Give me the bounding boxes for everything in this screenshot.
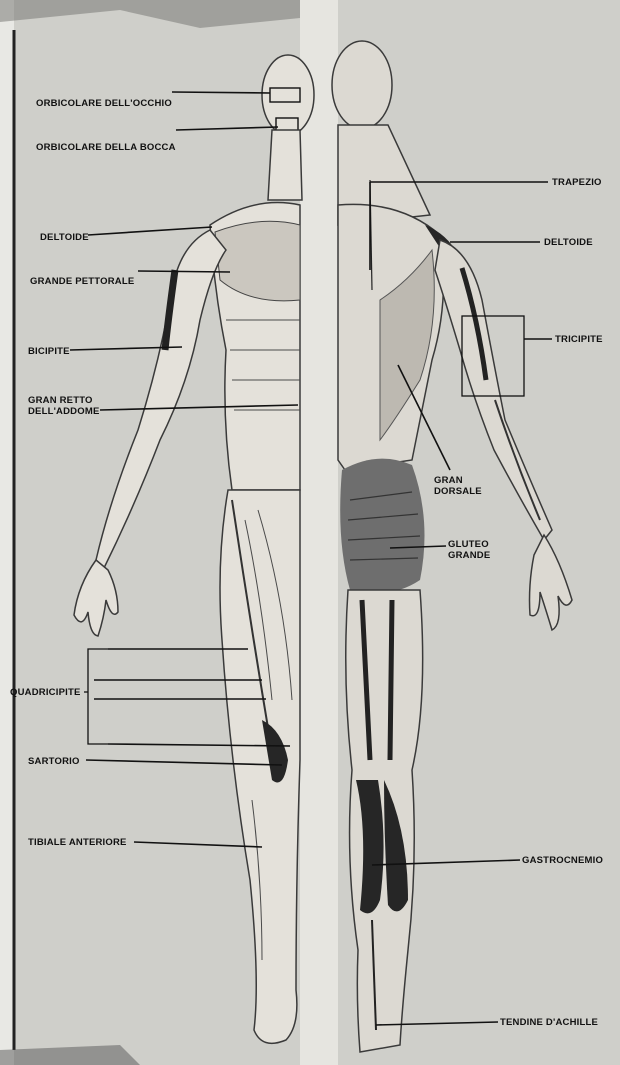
label-quadricipite: QUADRICIPITE: [10, 687, 81, 698]
gluteus-muscle: [340, 459, 424, 594]
label-gran-dorsale-2: DORSALE: [434, 486, 482, 497]
back-head: [332, 41, 392, 129]
left-margin: [0, 0, 14, 1065]
label-grande-pettorale: GRANDE PETTORALE: [30, 276, 134, 287]
label-tricipite: TRICIPITE: [555, 334, 603, 345]
label-bicipite: BICIPITE: [28, 346, 70, 357]
label-deltoide-front: DELTOIDE: [40, 232, 89, 243]
label-gran-dorsale-1: GRAN: [434, 475, 463, 486]
center-gutter: [300, 0, 338, 1065]
label-tibiale-anteriore: TIBIALE ANTERIORE: [28, 837, 127, 848]
front-neck: [268, 130, 302, 200]
label-orbicolare-occhio: ORBICOLARE DELL'OCCHIO: [36, 98, 172, 109]
label-trapezio: TRAPEZIO: [552, 177, 602, 188]
label-gran-retto-2: DELL'ADDOME: [28, 406, 99, 417]
label-tendine-achille: TENDINE D'ACHILLE: [500, 1017, 598, 1028]
label-gran-retto-1: GRAN RETTO: [28, 395, 93, 406]
label-deltoide-back: DELTOIDE: [544, 237, 593, 248]
label-gastrocnemio: GASTROCNEMIO: [522, 855, 603, 866]
label-gluteo-grande-1: GLUTEO: [448, 539, 489, 550]
label-orbicolare-bocca: ORBICOLARE DELLA BOCCA: [36, 142, 176, 153]
leader-grande-pettorale: [138, 271, 230, 272]
leader-orbicolare-occhio: [172, 92, 270, 93]
label-gluteo-grande-2: GRANDE: [448, 550, 490, 561]
label-sartorio: SARTORIO: [28, 756, 80, 767]
